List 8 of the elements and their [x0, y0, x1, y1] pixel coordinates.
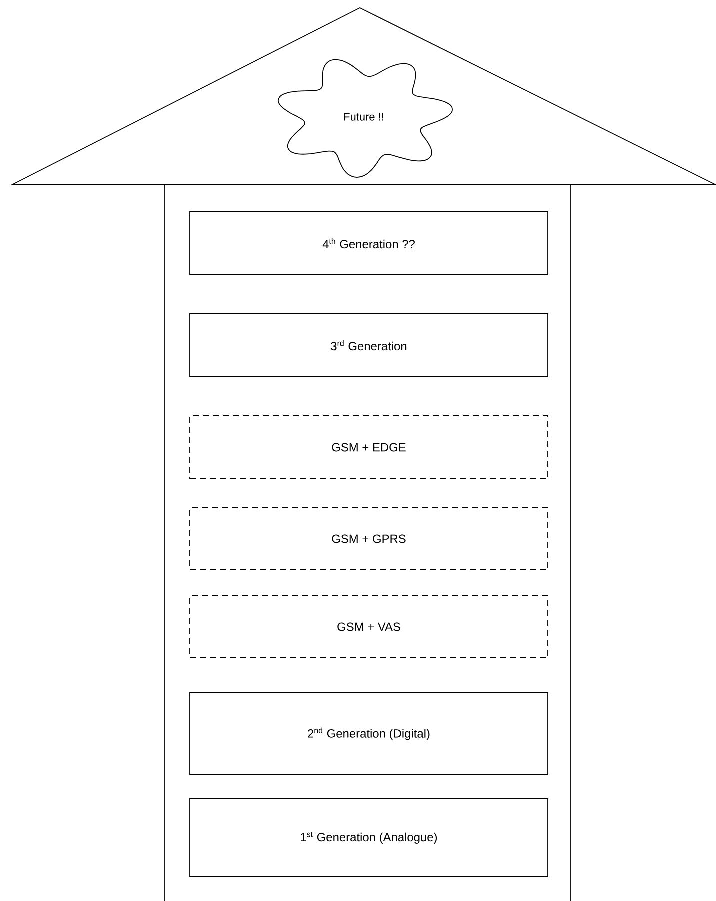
- generation-box: 2$^{nd}$ Generation (Digital): [190, 692, 548, 776]
- pillar-frame: [164, 184, 572, 901]
- generation-box: 4$^{th}$ Generation ??: [190, 212, 548, 276]
- generation-box: GSM + EDGE: [190, 416, 548, 480]
- generation-box: 3$^{rd}$ Generation: [190, 314, 548, 378]
- generation-box: 1$^{st}$ Generation (Analogue): [190, 798, 548, 878]
- generation-box: GSM + VAS: [190, 596, 548, 658]
- generation-box: GSM + GPRS: [190, 508, 548, 570]
